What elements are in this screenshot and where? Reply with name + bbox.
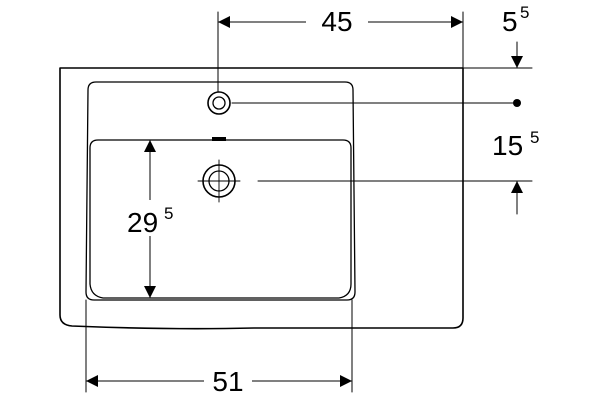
dimension-right-height: 15 5 — [231, 99, 539, 215]
tap-hole-icon — [207, 91, 231, 115]
dimension-bottom-width-label: 51 — [212, 366, 243, 397]
dimension-top-offset-label: 5 — [502, 6, 518, 37]
drain-hole-icon — [197, 159, 241, 203]
dimension-right-height-label: 15 — [492, 130, 523, 161]
dimension-bowl-height-label: 29 — [127, 207, 158, 238]
dimension-top-offset: 5 5 — [462, 3, 533, 69]
dimension-top-width: 45 — [217, 6, 464, 93]
dimension-top-width-label: 45 — [321, 6, 352, 37]
dimension-bowl-height-superscript: 5 — [164, 204, 173, 223]
dimension-right-height-superscript: 5 — [530, 128, 539, 147]
basin-bowl-outline — [89, 139, 352, 299]
basin-outer-outline — [59, 67, 464, 330]
dimension-bottom-width: 51 — [85, 299, 353, 397]
basin-inner-rim — [85, 81, 356, 301]
dimension-top-offset-superscript: 5 — [520, 3, 529, 22]
overflow-hole-icon — [212, 137, 226, 141]
dimension-bowl-height: 29 5 — [124, 139, 186, 299]
